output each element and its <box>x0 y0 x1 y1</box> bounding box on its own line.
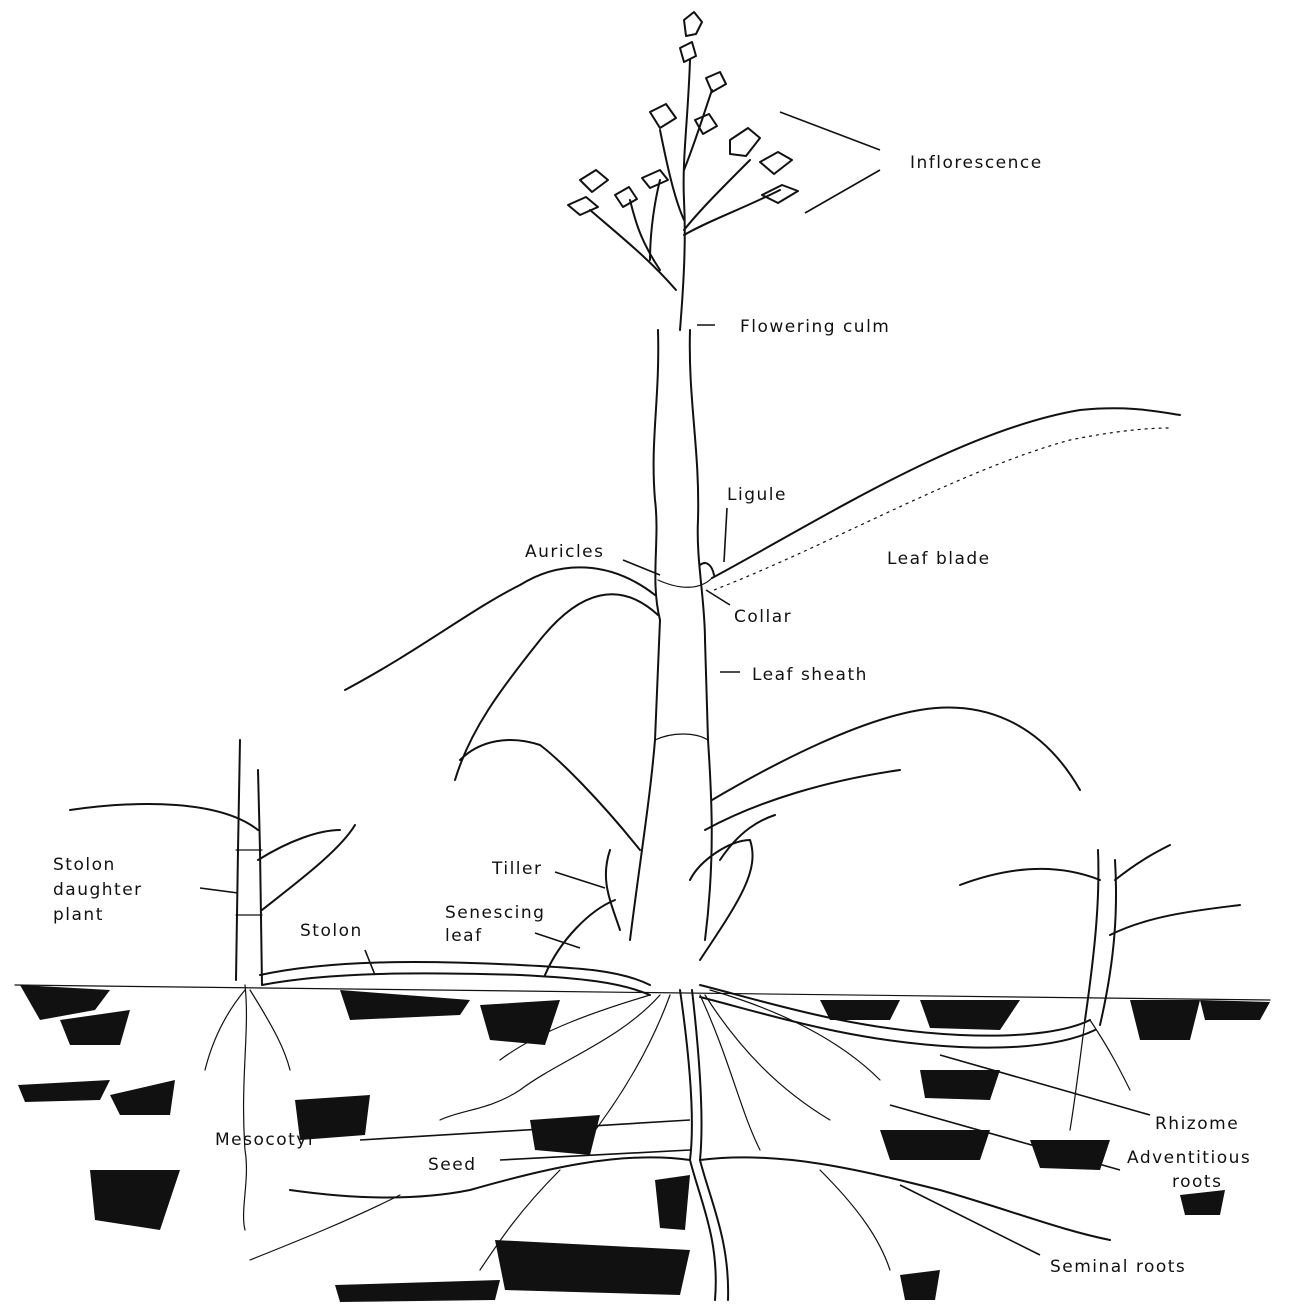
label-auricles: Auricles <box>525 542 605 562</box>
label-mesocotyl: Mesocotyl <box>215 1130 314 1150</box>
label-tiller: Tiller <box>491 859 542 879</box>
label-stolon-daughter-plant-line3: plant <box>53 905 104 925</box>
diagram-labels: Inflorescence Flowering culm Ligule Auri… <box>53 153 1251 1277</box>
leader-lines <box>200 112 1150 1255</box>
label-ligule: Ligule <box>727 485 787 505</box>
label-adventitious-roots-line1: Adventitious <box>1127 1148 1251 1168</box>
label-seminal-roots: Seminal roots <box>1050 1257 1186 1277</box>
label-leaf-sheath: Leaf sheath <box>752 665 868 685</box>
label-flowering-culm: Flowering culm <box>740 317 890 337</box>
label-stolon-daughter-plant-line2: daughter <box>53 880 143 900</box>
label-inflorescence: Inflorescence <box>910 153 1043 173</box>
label-senescing-leaf-line2: leaf <box>445 926 483 946</box>
label-stolon: Stolon <box>300 921 363 941</box>
label-collar: Collar <box>734 607 792 627</box>
label-leaf-blade: Leaf blade <box>887 549 991 569</box>
soil-surface-drawing <box>15 985 1270 1302</box>
label-seed: Seed <box>428 1155 477 1175</box>
label-stolon-daughter-plant-line1: Stolon <box>53 855 116 875</box>
label-rhizome: Rhizome <box>1155 1114 1239 1134</box>
label-adventitious-roots-line2: roots <box>1172 1172 1222 1192</box>
inflorescence-drawing <box>568 12 798 330</box>
label-senescing-leaf-line1: Senescing <box>445 903 545 923</box>
main-culm-drawing <box>630 330 714 940</box>
